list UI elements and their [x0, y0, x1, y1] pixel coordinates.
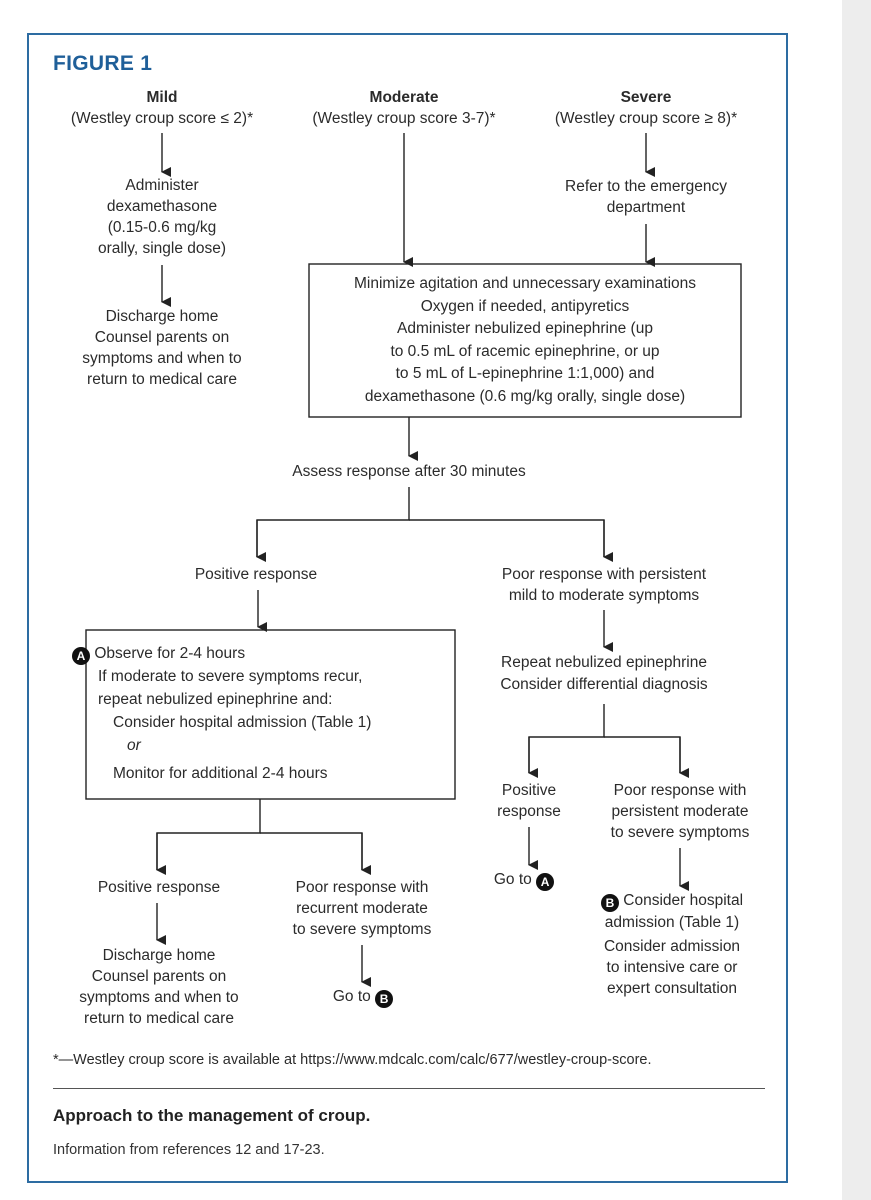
- split-assess: [256, 487, 410, 557]
- poor-response: Poor response with persistent mild to mo…: [501, 566, 707, 604]
- badge-a-goto: A: [536, 873, 555, 891]
- positive-response: Positive response: [194, 566, 318, 583]
- split-repeat: [528, 704, 605, 773]
- left-positive-response: Positive response: [97, 879, 221, 896]
- side-scroll-strip: [842, 0, 871, 1200]
- figure-label: FIGURE 1: [53, 52, 153, 75]
- goto-b: Go to B: [313, 986, 413, 1008]
- sub-positive-response: Positive response: [497, 782, 561, 820]
- mild-dexamethasone-step: Administer dexamethasone (0.15-0.6 mg/kg…: [97, 177, 227, 257]
- mild-header: Mild (Westley croup score ≤ 2)*: [70, 89, 254, 127]
- treatment-box-text: Minimize agitation and unnecessary exami…: [353, 275, 697, 405]
- badge-a: A: [72, 647, 90, 665]
- split-observe: [156, 799, 261, 870]
- observe-box: [85, 629, 456, 800]
- goto-a: Go to A: [474, 869, 574, 891]
- badge-b: B: [600, 894, 619, 912]
- mild-discharge-step: Discharge home Counsel parents on sympto…: [82, 308, 242, 388]
- sub-poor-response: Poor response with persistent moderate t…: [610, 782, 750, 841]
- observe-box-text: A Observe for 2-4 hours If moderate to s…: [72, 642, 452, 785]
- footnote: *—Westley croup score is available at ht…: [53, 1052, 652, 1068]
- assess-step: Assess response after 30 minutes: [292, 463, 526, 480]
- repeat-step: Repeat nebulized epinephrine Consider di…: [500, 654, 708, 693]
- divider: [53, 1088, 765, 1089]
- figure-caption: Approach to the management of croup.: [53, 1106, 371, 1125]
- badge-b-goto: B: [375, 990, 394, 1008]
- severe-refer-step: Refer to the emergency department: [565, 178, 727, 216]
- treatment-box: [308, 263, 742, 418]
- moderate-header: Moderate (Westley croup score 3-7)*: [312, 89, 496, 127]
- admission-step: B Consider hospital admission (Table 1) …: [572, 890, 772, 999]
- figure-source: Information from references 12 and 17-23…: [53, 1142, 325, 1158]
- figure-frame: [27, 33, 788, 1183]
- left-poor-response: Poor response with recurrent moderate to…: [292, 879, 432, 938]
- left-discharge-step: Discharge home Counsel parents on sympto…: [79, 947, 239, 1027]
- severe-header: Severe (Westley croup score ≥ 8)*: [554, 89, 738, 127]
